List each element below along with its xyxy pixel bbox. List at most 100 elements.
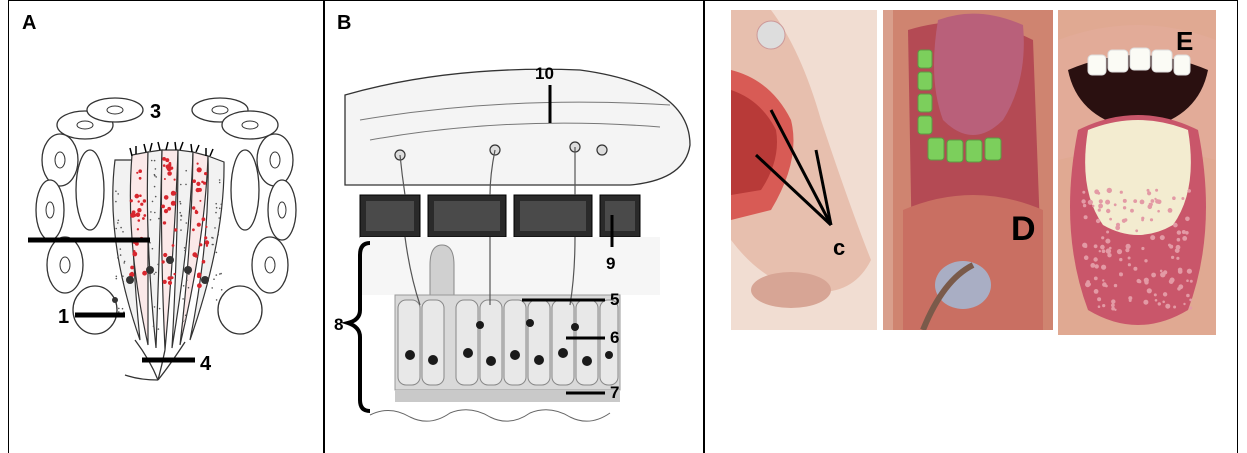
speckle [116,278,118,280]
label-4: 4 [200,353,212,375]
speckle [123,262,125,264]
label-c: c [833,235,845,260]
papilla [1141,219,1144,222]
papilla [1171,256,1174,259]
papilla [1177,230,1181,234]
speckle [180,229,182,231]
granule [171,201,176,206]
papilla [1169,279,1174,284]
granule [174,179,176,181]
speckle [154,212,156,214]
papilla [1144,280,1148,284]
granule [197,274,201,278]
papilla [1151,273,1156,278]
granule [163,280,167,284]
speckle [118,220,120,222]
papilla [1140,200,1145,205]
granule [143,199,146,202]
speckle [155,196,157,198]
speckle [158,328,160,330]
speckle [184,247,186,249]
granule [204,236,207,239]
papilla [1123,206,1126,209]
speckle [120,254,122,256]
papilla [1123,199,1127,203]
papilla [1168,244,1171,247]
speckle [115,201,117,203]
papilla [1114,203,1117,206]
papilla [1189,306,1192,309]
papilla [1150,218,1153,221]
mouth-photo: D [883,10,1053,330]
granule [137,208,141,212]
papilla [1101,236,1104,239]
speckle [122,308,124,310]
papilla [1144,259,1147,262]
speckle [117,222,119,224]
papilla [1117,249,1122,254]
papilla [1147,288,1152,293]
granule [138,169,142,173]
speckle [211,287,213,289]
speckle [155,176,157,178]
papilla [1148,205,1153,210]
granule [140,203,143,206]
speckle [157,264,159,266]
papilla [1177,238,1181,242]
granule [172,244,175,247]
papilla [1178,269,1183,274]
speckle [154,160,156,162]
tongue-coating [1085,120,1191,235]
nose-photo: c [731,10,877,330]
granule [163,221,166,224]
granule [192,179,196,183]
tongue-photo: E [1058,10,1216,335]
taste-cells [113,150,224,350]
papilla [1165,304,1170,309]
panel-b-letter: B [337,12,351,35]
speckle [219,179,221,181]
speckle [115,190,117,192]
label-1: 1 [58,306,69,328]
granule [130,199,133,202]
speckle [220,273,222,275]
papilla [1093,257,1097,261]
papilla [1122,219,1126,223]
label-d: D [1011,210,1036,248]
divider-b-photos [703,0,705,453]
speckle [185,170,187,172]
granule [164,178,166,180]
speckle [115,228,117,230]
speckle [122,275,124,277]
granule [164,195,169,200]
papilla [1158,302,1161,305]
granule [197,223,201,227]
papilla [1182,230,1186,234]
speckle [183,285,185,287]
speckle [154,175,156,177]
papilla [1176,257,1179,260]
granule [166,164,171,169]
granule [132,252,137,257]
papilla [1190,280,1193,283]
papilla [1129,299,1132,302]
speckle [216,274,218,276]
label-10: 10 [535,64,554,83]
granule [142,271,147,276]
speckle [213,278,215,280]
papilla [1154,293,1157,296]
papilla [1178,284,1183,289]
papilla [1157,200,1162,205]
speckle [152,248,154,250]
papilla [1109,218,1112,221]
papilla [1126,244,1131,249]
granule [137,228,139,230]
speckle [152,201,154,203]
granule [192,206,195,209]
granule [163,164,166,167]
papilla [1163,292,1167,296]
papilla [1092,205,1094,207]
speckle [185,315,187,317]
papilla [1182,236,1187,241]
granule [205,240,210,245]
